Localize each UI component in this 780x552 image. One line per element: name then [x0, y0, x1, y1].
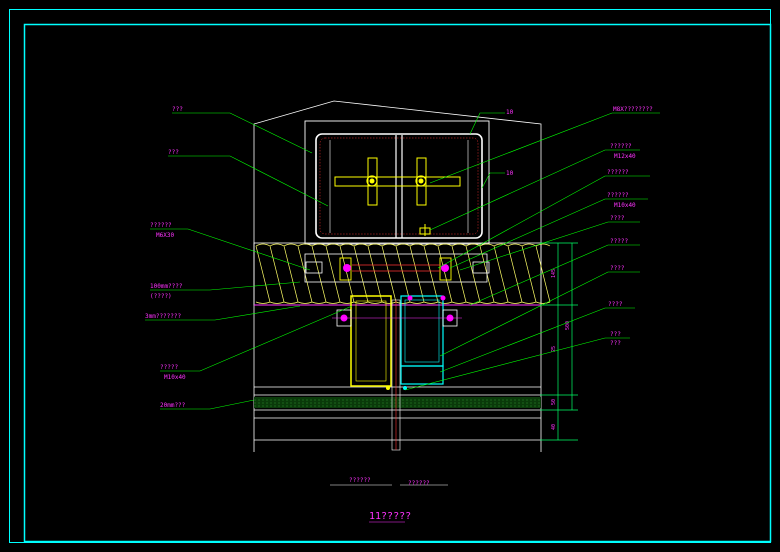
label-right-6: ?????	[610, 238, 628, 245]
left-leaders	[145, 112, 353, 410]
steel-box-beam	[304, 120, 490, 245]
drawing-title: 11?????	[369, 511, 411, 522]
label-right-3: ??????	[607, 169, 629, 176]
label-right-5: ????	[610, 215, 625, 222]
label-right-8: ????	[608, 301, 623, 308]
curtain-wall-mullion	[332, 295, 462, 390]
label-left-6a: ?????	[160, 364, 178, 371]
label-left-3b: M6X30	[156, 232, 174, 239]
building-outline	[253, 100, 542, 452]
label-right-2a: ??????	[610, 143, 632, 150]
label-right-1: M8X????????	[613, 106, 653, 113]
label-left-4a: 100mm????	[150, 283, 183, 290]
detail-number-mid: 10	[506, 170, 514, 177]
embedded-bracket	[334, 157, 461, 236]
dim-500: 500	[565, 321, 571, 330]
dimension-chain	[540, 242, 578, 441]
detail-number-top: 10	[506, 109, 514, 116]
right-labels: M8X???????? ?????? M12x40 ?????? ?????? …	[506, 106, 653, 347]
right-leaders	[404, 112, 660, 391]
label-right-4b: M10x40	[614, 202, 636, 209]
dim-40: 40	[551, 424, 557, 430]
label-left-2: ???	[168, 149, 179, 156]
section-label-left: ??????	[349, 477, 371, 484]
anchor-bolt-left	[366, 175, 378, 187]
left-labels: ??? ??? ?????? M6X30 100mm???? (????) 3m…	[145, 106, 186, 409]
label-left-1: ???	[172, 106, 183, 113]
label-right-2b: M12x40	[614, 153, 636, 160]
anchor-bolt-right	[415, 175, 427, 187]
dim-25: 25	[551, 346, 557, 352]
floor-screed-hatch	[254, 397, 541, 408]
dim-145: 145	[551, 269, 557, 278]
section-labels: ?????? ?????? 11?????	[330, 477, 448, 523]
label-right-7: ????	[610, 265, 625, 272]
fixing-plates	[304, 253, 490, 283]
label-left-6b: M10x40	[164, 374, 186, 381]
label-left-5: 3mm???????	[145, 313, 182, 320]
label-right-9a: ???	[610, 331, 621, 338]
label-left-4b: (????)	[150, 293, 172, 300]
glass-pane	[391, 299, 401, 451]
outer-frame	[9, 9, 771, 543]
section-label-right: ??????	[408, 480, 430, 487]
dimension-values: 145 500 25 50 40	[551, 269, 571, 430]
label-left-3a: ??????	[150, 222, 172, 229]
inner-frame	[23, 23, 772, 543]
label-right-4a: ??????	[607, 192, 629, 199]
label-left-7: 20mm???	[160, 402, 186, 409]
label-right-9b: ???	[610, 340, 621, 347]
dim-50: 50	[551, 399, 557, 405]
